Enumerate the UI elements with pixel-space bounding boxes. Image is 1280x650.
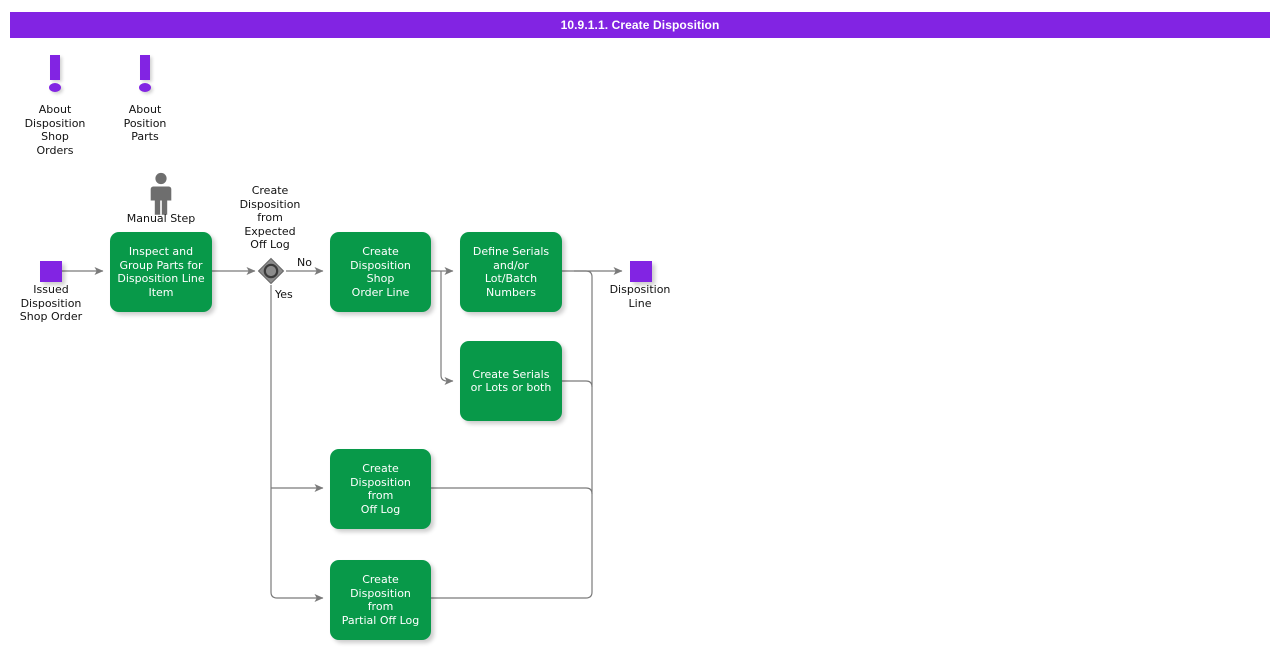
node-create-disposition-shop-order-line[interactable]: Create Disposition Shop Order Line — [330, 232, 431, 312]
person-icon — [150, 172, 172, 215]
wire-shoporderline-to-createserials — [440, 271, 454, 385]
decision-gateway-icon[interactable] — [257, 257, 285, 285]
page-title: 10.9.1.1. Create Disposition — [10, 12, 1270, 38]
node-label: Create Disposition Shop Order Line — [350, 245, 411, 299]
wire-yes-to-partial-off-log — [270, 488, 324, 602]
gateway-question-label: Create Disposition from Expected Off Log — [239, 184, 301, 251]
disposition-line-object[interactable] — [630, 261, 652, 282]
manual-step-label: Manual Step — [126, 212, 196, 225]
exclamation-bar — [50, 55, 60, 80]
disposition-line-label: Disposition Line — [609, 283, 671, 310]
node-label: Inspect and Group Parts for Disposition … — [117, 245, 205, 299]
node-label: Create Disposition from Off Log — [350, 462, 411, 516]
wire-collector-spine — [431, 270, 593, 599]
wire-createserials-to-spine — [562, 380, 593, 388]
node-label: Create Serials or Lots or both — [470, 367, 552, 395]
exclamation-icon[interactable] — [134, 55, 156, 93]
node-create-disposition-from-partial-off-log[interactable]: Create Disposition from Partial Off Log — [330, 560, 431, 640]
exclamation-dot — [139, 83, 151, 92]
exclamation-dot — [49, 83, 61, 92]
node-label: Create Disposition from Partial Off Log — [341, 573, 420, 627]
issued-disposition-shop-order-label: Issued Disposition Shop Order — [19, 283, 83, 323]
node-inspect-and-group-parts[interactable]: Inspect and Group Parts for Disposition … — [110, 232, 212, 312]
node-define-serials-lot-batch-numbers[interactable]: Define Serials and/or Lot/Batch Numbers — [460, 232, 562, 312]
node-create-serials-or-lots-or-both[interactable]: Create Serials or Lots or both — [460, 341, 562, 421]
issued-disposition-shop-order-object[interactable] — [40, 261, 62, 282]
wire-offlog-to-spine — [431, 487, 593, 495]
node-create-disposition-from-off-log[interactable]: Create Disposition from Off Log — [330, 449, 431, 529]
gateway-branch-yes-label: Yes — [275, 288, 293, 301]
node-label: Define Serials and/or Lot/Batch Numbers — [472, 245, 550, 299]
exclamation-bar — [140, 55, 150, 80]
gateway-branch-no-label: No — [297, 256, 312, 269]
about-disposition-shop-orders-label[interactable]: About Disposition Shop Orders — [24, 103, 86, 157]
exclamation-icon[interactable] — [44, 55, 66, 93]
about-position-parts-label[interactable]: About Position Parts — [123, 103, 167, 143]
